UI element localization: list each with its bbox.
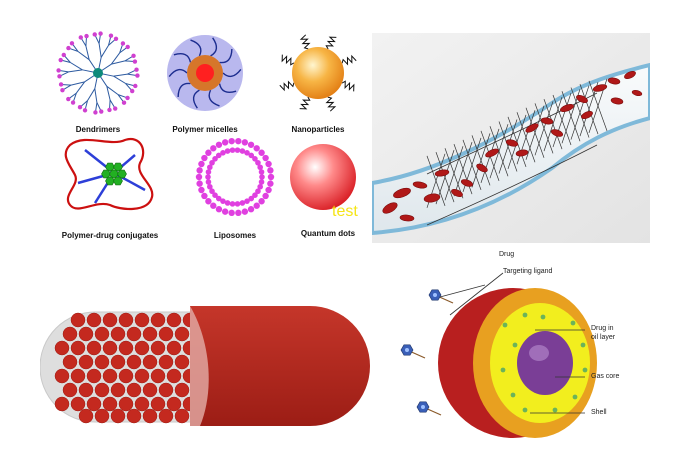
label-shell: Shell	[591, 409, 607, 416]
capsule-illustration	[39, 306, 370, 426]
label-polymer-drug-conjugates: Polymer-drug conjugates	[61, 231, 159, 240]
liposome-figure	[195, 137, 275, 217]
nanoparticle-figure	[279, 34, 357, 112]
quantum-dot-figure	[290, 144, 356, 210]
microbubble-panel: Drug Targeting ligand Drug in oil layer …	[395, 245, 695, 445]
microbubble-illustration	[400, 272, 597, 438]
label-gas-core: Gas core	[591, 373, 620, 380]
label-targeting-ligand: Targeting ligand	[503, 268, 553, 275]
red-blood-cells	[382, 70, 643, 222]
stent-vessel-illustration	[370, 33, 652, 243]
label-nanoparticles: Nanoparticles	[291, 125, 345, 134]
polymer-micelle-figure	[167, 35, 243, 111]
label-drug-in-oil-line2: oil layer	[591, 334, 616, 341]
stent-mesh	[426, 78, 608, 226]
stent-vessel-panel	[370, 33, 652, 243]
watermark-text: test	[332, 203, 358, 220]
nanocarrier-panel: Dendrimers Polymer micelles Nanoparticle…	[40, 25, 370, 250]
label-quantum-dots: Quantum dots	[300, 229, 356, 238]
label-liposomes: Liposomes	[213, 231, 257, 240]
label-drug-in-oil-line1: Drug in	[591, 325, 614, 332]
label-dendrimers: Dendrimers	[75, 125, 121, 134]
nanocarrier-illustrations	[56, 31, 357, 217]
targeting-ligands	[400, 289, 454, 416]
polymer-drug-conjugate-figure	[64, 137, 154, 210]
dendrimer-figure	[56, 31, 140, 115]
capsule-panel	[39, 300, 380, 430]
label-drug: Drug	[499, 251, 515, 258]
label-polymer-micelles: Polymer micelles	[172, 125, 238, 134]
